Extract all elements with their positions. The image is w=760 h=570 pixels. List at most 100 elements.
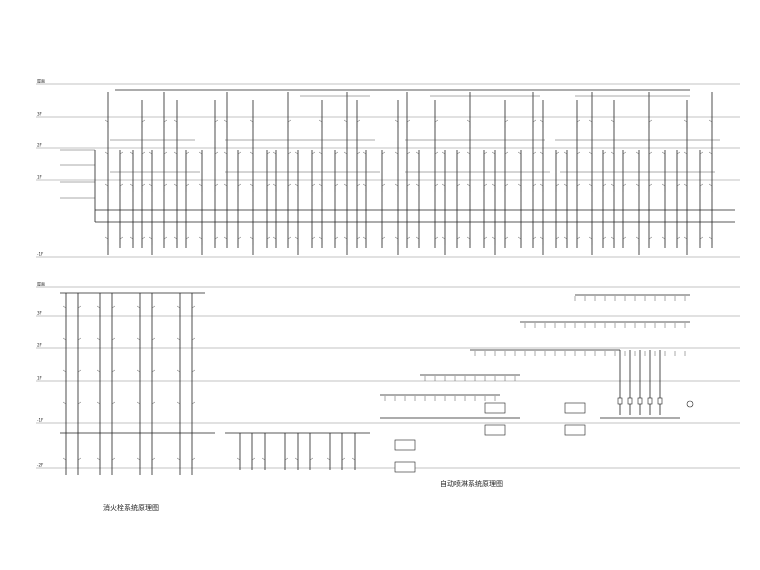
hydrant-head: [394, 236, 399, 240]
hydrant-head: [532, 119, 537, 123]
hydrant-head: [517, 236, 522, 240]
hydrant-head: [77, 457, 82, 461]
floor-label: -2F: [37, 463, 44, 468]
hydrant-head: [406, 183, 411, 187]
hydrant-head: [334, 236, 339, 240]
hydrant-head: [343, 119, 348, 123]
hydrant-head: [237, 183, 242, 187]
hydrant-head: [104, 119, 109, 123]
hydrant-head: [563, 236, 568, 240]
hydrant-head: [287, 236, 292, 240]
hydrant-head: [356, 183, 361, 187]
hydrant-head: [173, 119, 178, 123]
hydrant-head: [406, 236, 411, 240]
hydrant-head: [466, 151, 471, 155]
hydrant-head: [214, 151, 219, 155]
hydrant-head: [318, 151, 323, 155]
hydrant-head: [466, 236, 471, 240]
hydrant-head: [198, 183, 203, 187]
hydrant-head: [517, 183, 522, 187]
alarm-valve: [657, 397, 663, 405]
hydrant-head: [661, 236, 666, 240]
alarm-valve: [647, 397, 653, 405]
hydrant-head: [119, 151, 124, 155]
hydrant-head: [77, 337, 82, 341]
hydrant-system-title: 消火栓系统原理图: [103, 503, 159, 512]
hydrant-head: [415, 151, 420, 155]
hydrant-head: [294, 151, 299, 155]
zone-box: [484, 424, 506, 436]
hydrant-head: [676, 183, 681, 187]
hydrant-head: [661, 151, 666, 155]
hydrant-head: [266, 151, 271, 155]
hydrant-head: [129, 183, 134, 187]
hydrant-head: [62, 401, 67, 405]
hydrant-head: [249, 236, 254, 240]
alarm-valve: [627, 397, 633, 405]
hydrant-head: [294, 457, 299, 461]
hydrant-head: [381, 236, 386, 240]
hydrant-head: [176, 401, 181, 405]
hydrant-head: [191, 369, 196, 373]
hydrant-head: [111, 337, 116, 341]
hydrant-head: [394, 119, 399, 123]
hydrant-head: [198, 151, 203, 155]
floor-label: 2F: [37, 343, 43, 348]
hydrant-head: [381, 151, 386, 155]
hydrant-head: [214, 119, 219, 123]
hydrant-head: [343, 236, 348, 240]
hydrant-head: [191, 457, 196, 461]
hydrant-head: [318, 183, 323, 187]
hydrant-head: [249, 151, 254, 155]
hydrant-head: [441, 151, 446, 155]
hydrant-head: [434, 183, 439, 187]
alarm-valve: [637, 397, 643, 405]
hydrant-head: [214, 236, 219, 240]
hydrant-head: [517, 151, 522, 155]
hydrant-head: [708, 119, 713, 123]
hydrant-head: [173, 236, 178, 240]
hydrant-head: [708, 183, 713, 187]
hydrant-head: [104, 236, 109, 240]
hydrant-head: [504, 183, 509, 187]
hydrant-head: [708, 151, 713, 155]
hydrant-head: [198, 236, 203, 240]
hydrant-head: [173, 183, 178, 187]
floor-label: -1F: [37, 252, 44, 257]
hydrant-head: [648, 119, 653, 123]
hydrant-head: [136, 457, 141, 461]
hydrant-head: [287, 183, 292, 187]
hydrant-head: [648, 236, 653, 240]
hydrant-head: [356, 236, 361, 240]
hydrant-head: [504, 151, 509, 155]
floor-label: -1F: [37, 418, 44, 423]
hydrant-head: [148, 236, 153, 240]
hydrant-head: [272, 183, 277, 187]
hydrant-head: [151, 457, 156, 461]
hydrant-head: [456, 236, 461, 240]
hydrant-head: [456, 151, 461, 155]
zone-box: [564, 424, 586, 436]
hydrant-head: [151, 337, 156, 341]
hydrant-head: [266, 236, 271, 240]
hydrant-head: [456, 183, 461, 187]
hydrant-head: [272, 236, 277, 240]
hydrant-head: [356, 119, 361, 123]
hydrant-head: [635, 151, 640, 155]
hydrant-head: [249, 119, 254, 123]
hydrant-head: [622, 151, 627, 155]
hydrant-head: [284, 457, 289, 461]
hydrant-head: [588, 119, 593, 123]
hydrant-head: [539, 236, 544, 240]
hydrant-head: [466, 183, 471, 187]
hydrant-head: [163, 183, 168, 187]
floor-label: 1F: [37, 376, 43, 381]
hydrant-head: [96, 457, 101, 461]
hydrant-head: [676, 151, 681, 155]
hydrant-head: [441, 236, 446, 240]
hydrant-head: [272, 151, 277, 155]
hydrant-head: [576, 183, 581, 187]
hydrant-head: [141, 183, 146, 187]
hydrant-head: [676, 236, 681, 240]
